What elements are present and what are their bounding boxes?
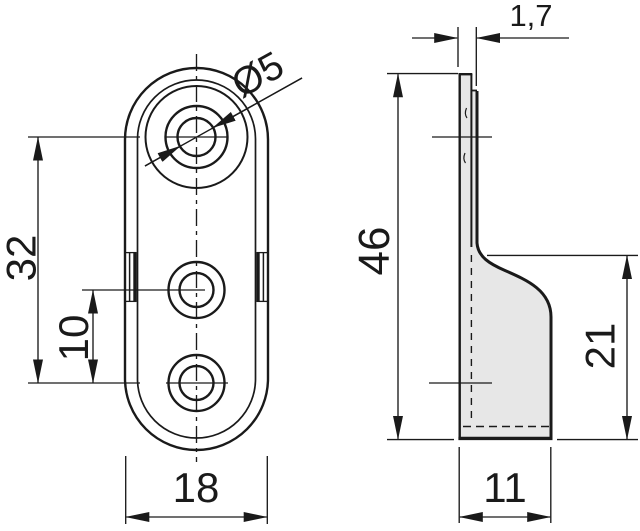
dim-label-hole-spacing-lower: 10 <box>50 315 97 362</box>
dim-bracket-depth <box>458 447 552 523</box>
side-view: 1,7 46 21 11 <box>350 0 638 523</box>
plate-notch-right <box>256 251 267 303</box>
profile-edges <box>458 72 553 441</box>
dim-label-total-height: 46 <box>350 227 399 276</box>
dim-label-plate-width: 18 <box>173 464 220 511</box>
plate-inner-edge <box>136 79 257 439</box>
dim-total-height <box>387 72 458 441</box>
dim-material-thickness <box>412 27 569 86</box>
front-view: Ø5 32 10 18 <box>0 44 303 524</box>
dim-label-hole-spacing-total: 32 <box>0 235 45 282</box>
hole-projection-lines <box>429 136 492 384</box>
dim-label-material-thickness: 1,7 <box>509 0 552 33</box>
dim-label-hook-height: 21 <box>577 323 624 370</box>
dim-label-hole-diameter: Ø5 <box>225 44 291 107</box>
plate-notch-left <box>126 251 137 303</box>
dim-hook-height <box>487 254 638 441</box>
hidden-lines <box>463 107 549 428</box>
profile-silhouette <box>459 73 551 438</box>
dim-plate-width <box>125 456 268 524</box>
dim-label-bracket-depth: 11 <box>483 464 527 511</box>
leader-hole-diameter <box>144 77 303 167</box>
